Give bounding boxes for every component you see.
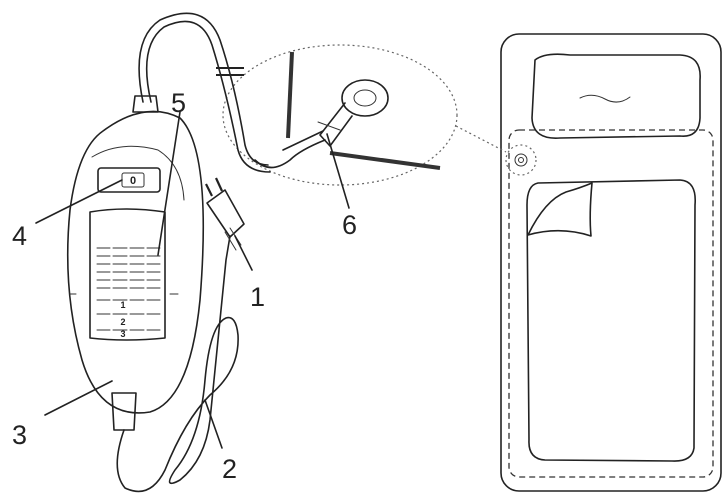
bed-illustration bbox=[500, 33, 722, 492]
callout-line-4 bbox=[35, 179, 123, 224]
callout-line-3 bbox=[44, 380, 113, 416]
callout-controller: 3 bbox=[12, 420, 27, 450]
callout-temperature-scale: 5 bbox=[171, 88, 186, 118]
connector-detail bbox=[222, 44, 507, 186]
strain-relief-bottom bbox=[111, 392, 137, 431]
callout-power-switch: 4 bbox=[12, 221, 27, 251]
level-label-1: 1 bbox=[120, 300, 125, 310]
level-label-2: 2 bbox=[120, 317, 125, 327]
pad-edge bbox=[286, 51, 294, 139]
pad-cable bbox=[138, 12, 269, 166]
callout-plug: 1 bbox=[250, 282, 265, 312]
controller-body bbox=[66, 110, 205, 414]
callout-connector: 6 bbox=[342, 210, 357, 240]
power-switch bbox=[97, 167, 161, 193]
power-cord-path bbox=[116, 235, 239, 493]
connector-socket-icon bbox=[514, 153, 528, 167]
connector-highlight bbox=[505, 144, 537, 176]
heating-pad-outline bbox=[508, 129, 714, 478]
plug-prong bbox=[215, 177, 223, 192]
plug-prong bbox=[205, 183, 213, 197]
magnifier-ellipse bbox=[222, 44, 458, 186]
plug-body bbox=[206, 189, 245, 238]
pad-edge bbox=[329, 151, 441, 170]
power-switch-label: 0 bbox=[130, 175, 136, 187]
temperature-panel bbox=[89, 208, 166, 341]
callout-line-5 bbox=[157, 111, 181, 256]
temperature-scale bbox=[96, 247, 161, 331]
callout-line-2 bbox=[204, 399, 223, 449]
socket-ring-icon bbox=[341, 79, 389, 117]
bed-frame bbox=[500, 33, 722, 492]
magnifier-leader bbox=[455, 125, 507, 153]
callout-line-1 bbox=[234, 235, 253, 271]
controller: 0 1 2 3 bbox=[66, 95, 205, 431]
pillow bbox=[531, 53, 701, 139]
power-cord bbox=[116, 177, 245, 493]
connector-cable bbox=[254, 139, 326, 169]
callout-cord: 2 bbox=[222, 454, 237, 484]
strain-relief-top bbox=[132, 95, 159, 113]
level-label-3: 3 bbox=[120, 329, 125, 339]
blanket bbox=[526, 179, 697, 462]
pillow-crease bbox=[579, 94, 631, 103]
blanket-fold bbox=[527, 182, 593, 237]
callout-line-6 bbox=[326, 133, 350, 209]
